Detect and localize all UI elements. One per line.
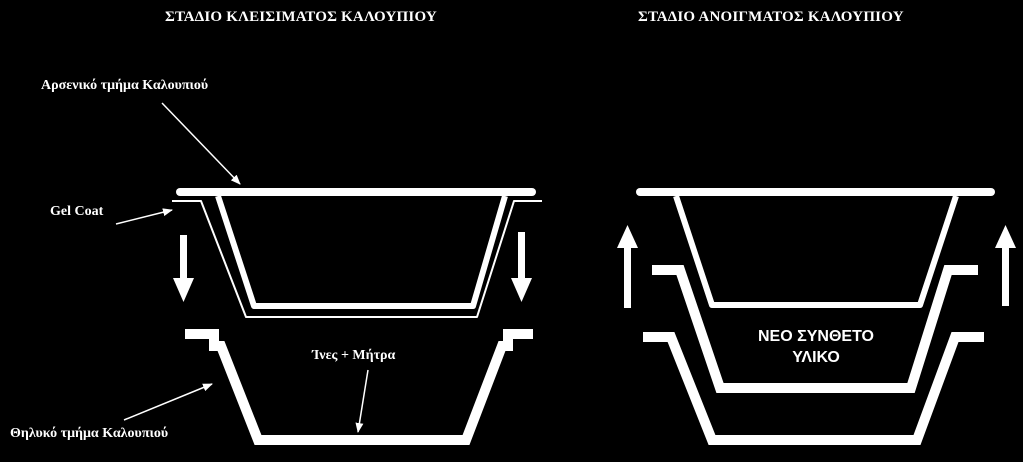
male-mold-label: Αρσενικό τμήμα Καλουπιού: [41, 78, 209, 93]
down-arrow-right: [511, 232, 532, 302]
gel-coat-label: Gel Coat: [50, 204, 104, 219]
down-arrow-left: [173, 235, 194, 302]
up-arrow-right: [995, 225, 1016, 306]
opening-stage: [617, 188, 1016, 445]
male-mold-pointer: [161, 102, 241, 185]
opening-stage-title: ΣΤΑΔΙΟ ΑΝΟΙΓΜΑΤΟΣ ΚΑΛΟΥΠΙΟΥ: [638, 9, 904, 25]
new-composite-label: ΝΕΟ ΣΥΝΘΕΤΟ ΥΛΙΚΟ: [728, 326, 904, 368]
female-mold-label: Θηλυκό τμήμα Καλουπιού: [10, 426, 169, 441]
gel-coat-layer: [172, 200, 542, 318]
female-mold-opening: [643, 332, 984, 445]
fibers-pointer: [355, 369, 369, 433]
female-mold-pointer: [123, 383, 213, 421]
gel-coat-pointer: [115, 208, 173, 225]
female-mold-closing: [185, 329, 533, 445]
composite-part: [652, 265, 978, 393]
up-arrow-left: [617, 225, 638, 308]
new-composite-line2: ΥΛΙΚΟ: [792, 349, 840, 366]
male-mold-closing: [176, 188, 536, 309]
male-mold-opening: [636, 188, 995, 308]
closing-stage-title: ΣΤΑΔΙΟ ΚΛΕΙΣΙΜΑΤΟΣ ΚΑΛΟΥΠΙΟΥ: [165, 9, 437, 25]
closing-stage: [115, 102, 542, 445]
new-composite-line1: ΝΕΟ ΣΥΝΘΕΤΟ: [758, 328, 874, 345]
fibers-matrix-label: Ίνες + Μήτρα: [312, 348, 396, 363]
